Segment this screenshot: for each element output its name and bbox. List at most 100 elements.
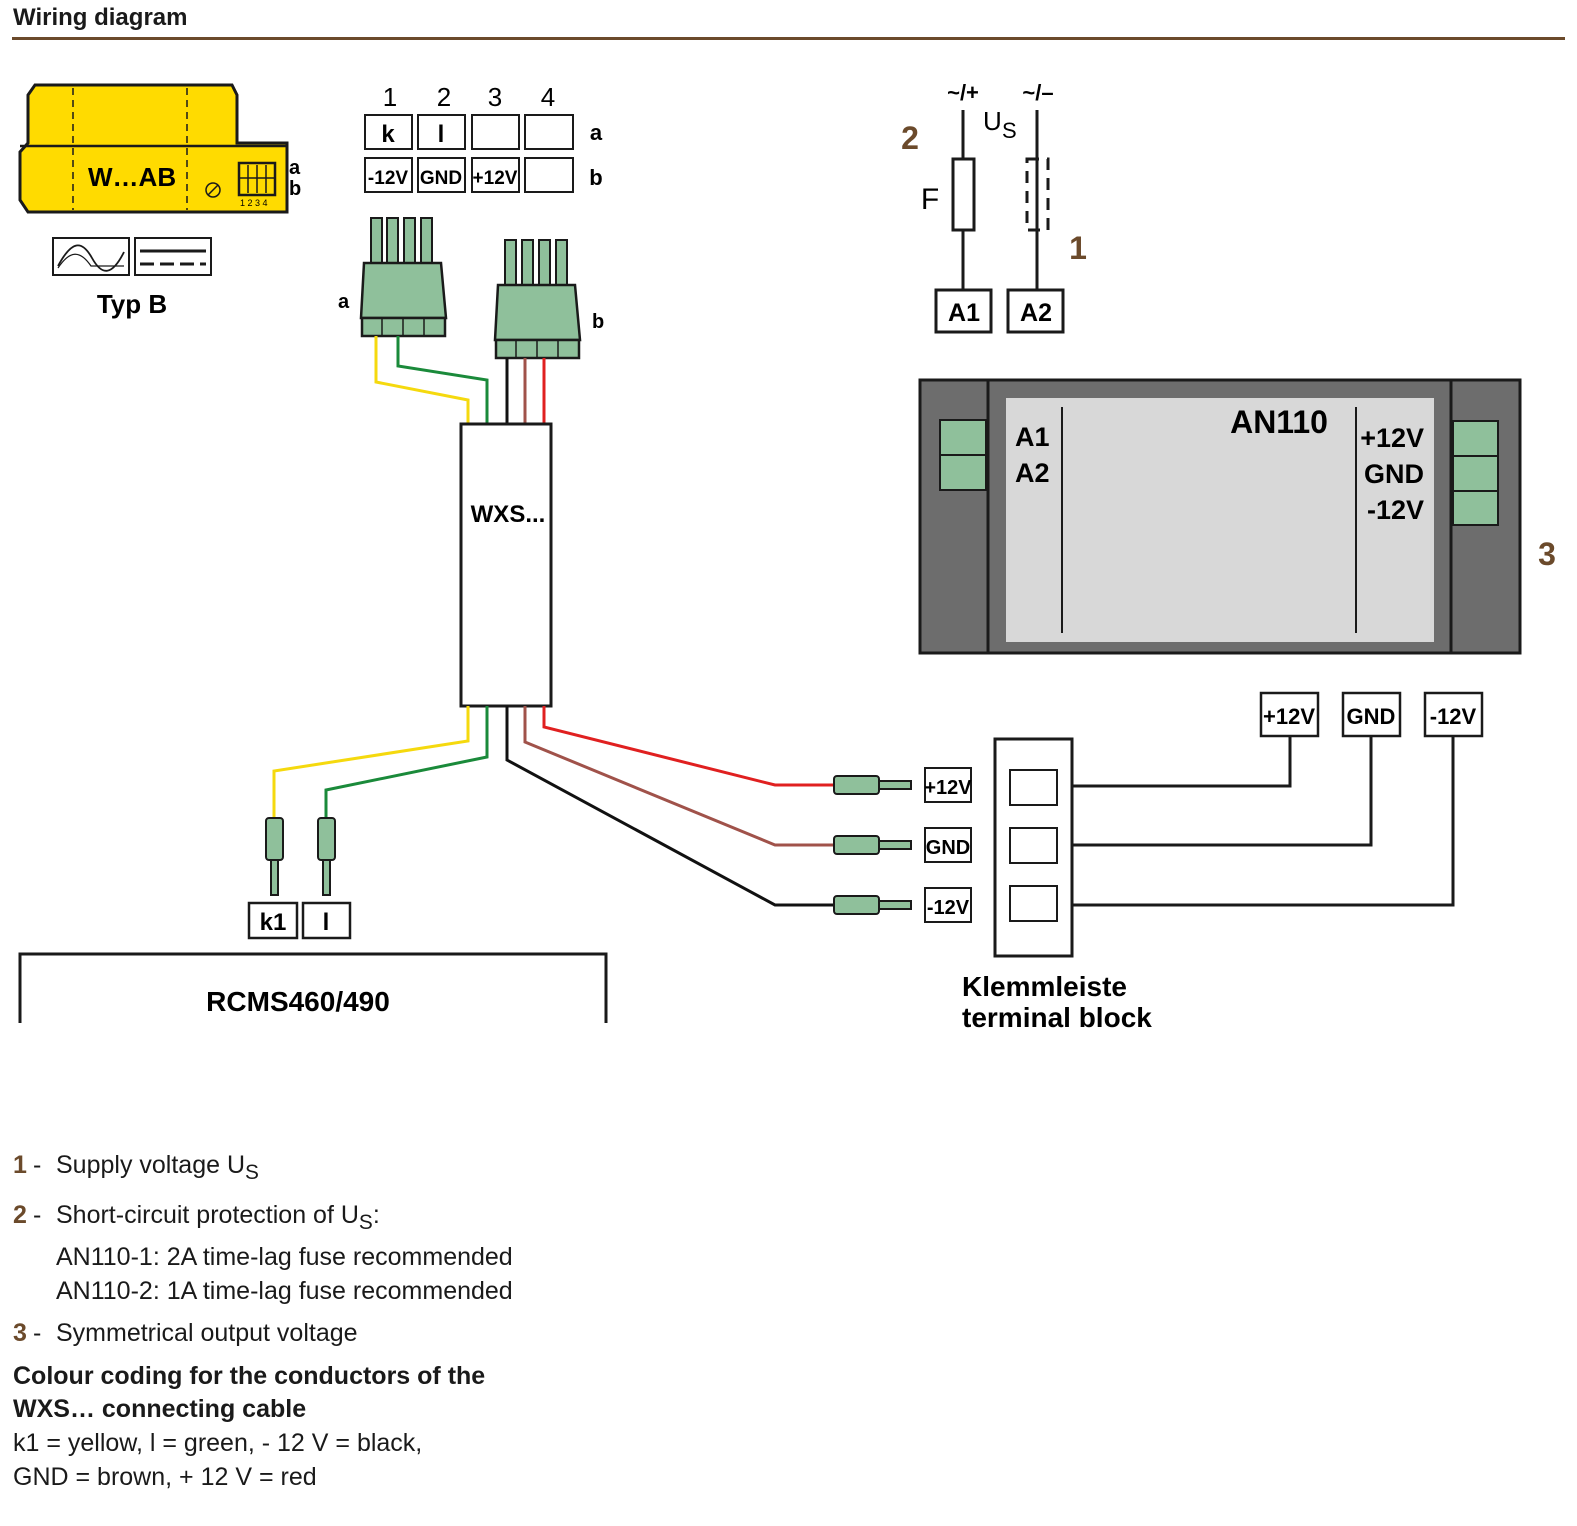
an110-output-terminal <box>1452 455 1499 492</box>
an110-device: AN110 A1 A2 +12V GND -12V 3 <box>918 378 1556 655</box>
terminal-block: Klemmleiste terminal block <box>962 737 1152 1033</box>
fuse-icon <box>951 157 976 232</box>
an110-input-terminal <box>939 419 987 456</box>
an110-output-terminal <box>1452 490 1499 526</box>
legend-suffix: : <box>372 1201 380 1229</box>
legend-dash: - <box>33 1151 42 1179</box>
colour-coding-line: k1 = yellow, l = green, - 12 V = black, <box>13 1429 423 1457</box>
legend-item: 1-Supply voltage US <box>13 1148 513 1190</box>
type-b-symbols: Typ B <box>52 237 212 319</box>
page-title: Wiring diagram <box>13 4 188 31</box>
lower-wires <box>272 706 834 907</box>
an110-left-terminal: A2 <box>1015 458 1050 488</box>
ferrule-plus12 <box>833 775 912 795</box>
colour-coding-line: GND = brown, + 12 V = red <box>13 1463 317 1491</box>
ac-wave-icon <box>57 244 125 272</box>
legend-dash: - <box>33 1319 42 1347</box>
wxs-cable-box: WXS... <box>459 422 553 708</box>
legend-number: 2 <box>13 1201 27 1229</box>
legend-text: Short-circuit protection of U <box>56 1201 359 1229</box>
sensor-terminal-icon <box>237 161 277 197</box>
an110-right-terminal: -12V <box>1367 495 1424 525</box>
row-b-label: b <box>589 165 602 190</box>
ferrule-gnd <box>833 835 912 855</box>
legend-number: 1 <box>13 1151 27 1179</box>
plug-connector-a: a <box>338 217 448 338</box>
screw-icon <box>205 182 221 198</box>
wiring-diagram: W…AB 1 2 3 4 a b Typ B 1 2 3 4 k l <box>18 80 1556 1033</box>
fuse-label: F <box>921 183 939 216</box>
legend-item: 3-Symmetrical output voltage <box>13 1316 513 1350</box>
terminal-block-label-en: terminal block <box>962 1002 1152 1033</box>
wxs-label: WXS... <box>471 501 546 528</box>
column-number: 3 <box>488 82 502 112</box>
supply-minus-label: ~/– <box>1022 80 1053 105</box>
wire-end-label: GND <box>926 837 970 859</box>
callout-2: 2 <box>901 120 919 156</box>
terminal-cell: l <box>438 121 445 148</box>
legend-subscript: S <box>245 1161 259 1184</box>
legend-detail-line: AN110-1: 2A time-lag fuse recommended <box>56 1243 513 1271</box>
column-number: 4 <box>541 82 555 112</box>
legend-subscript: S <box>358 1211 373 1234</box>
an110-output-terminal <box>1452 420 1499 457</box>
legend-text: Symmetrical output voltage <box>56 1319 358 1347</box>
sensor-device: W…AB 1 2 3 4 a b <box>18 83 301 214</box>
colour-coding-title-line: Colour coding for the conductors of the <box>13 1362 486 1390</box>
upper-wires <box>374 336 546 424</box>
sensor-row-a: a <box>289 157 301 179</box>
supply-plus-label: ~/+ <box>947 80 979 105</box>
terminal-cell: -12V <box>368 168 408 189</box>
an110-left-terminal: A1 <box>1015 422 1050 452</box>
supply-section: ~/+ ~/– U S 2 1 F A1 A2 <box>901 80 1087 334</box>
rcms-terminal-l: l <box>323 909 330 936</box>
output-label: -12V <box>1430 704 1477 729</box>
terminal-cell: +12V <box>473 168 518 189</box>
output-label: GND <box>1347 704 1396 729</box>
column-number: 2 <box>437 82 451 112</box>
legend-dash: - <box>33 1201 42 1229</box>
legend-number: 3 <box>13 1319 27 1347</box>
colour-coding-title: Colour coding for the conductors of the … <box>13 1360 513 1426</box>
title-rule <box>12 37 1565 40</box>
an110-input-terminal <box>939 454 987 491</box>
terminal-cell: k <box>381 121 395 148</box>
ferrule-minus12 <box>833 895 912 915</box>
legend-text: Supply voltage U <box>56 1151 246 1179</box>
callout-3: 3 <box>1538 536 1556 572</box>
output-wires <box>1072 736 1455 907</box>
supply-terminal-a2: A2 <box>1020 299 1052 327</box>
sensor-pin-numbers: 1 2 3 4 <box>240 198 268 208</box>
ferrule-k1 <box>265 817 284 896</box>
connector-a-label: a <box>338 291 350 313</box>
legend-item: 2-Short-circuit protection of US: AN110-… <box>13 1198 513 1308</box>
colour-coding-title-line: WXS… connecting cable <box>13 1395 307 1423</box>
legend-detail-line: AN110-2: 1A time-lag fuse recommended <box>56 1277 513 1305</box>
an110-right-terminal: GND <box>1364 459 1424 489</box>
terminal-block-label-de: Klemmleiste <box>962 971 1127 1002</box>
column-number: 1 <box>383 82 397 112</box>
supply-source-icon <box>1025 157 1050 232</box>
connector-b-label: b <box>592 311 604 333</box>
sensor-row-b: b <box>289 178 301 200</box>
type-label: Typ B <box>97 289 167 319</box>
sensor-model-label: W…AB <box>88 162 176 192</box>
output-labels: +12V GND -12V <box>1259 691 1484 738</box>
an110-title: AN110 <box>1230 404 1328 440</box>
wire-end-label: -12V <box>927 897 970 919</box>
legend: 1-Supply voltage US 2-Short-circuit prot… <box>13 1148 513 1494</box>
wire-end-label: +12V <box>924 777 972 799</box>
plug-connector-b: b <box>493 239 604 360</box>
terminal-table: 1 2 3 4 k l a -12V GND +12V b <box>364 82 603 193</box>
rcms-label: RCMS460/490 <box>206 986 390 1017</box>
row-a-label: a <box>590 120 603 145</box>
supply-terminal-a1: A1 <box>948 299 980 327</box>
rcms-terminal-k1: k1 <box>260 909 287 936</box>
rcms-device: k1 l RCMS460/490 <box>18 901 608 1023</box>
callout-1: 1 <box>1069 230 1087 266</box>
us-subscript: S <box>1002 118 1017 143</box>
an110-right-terminal: +12V <box>1360 423 1424 453</box>
ferrule-l <box>317 817 336 896</box>
wire-end-labels: +12V GND -12V <box>924 767 972 923</box>
output-label: +12V <box>1263 704 1315 729</box>
